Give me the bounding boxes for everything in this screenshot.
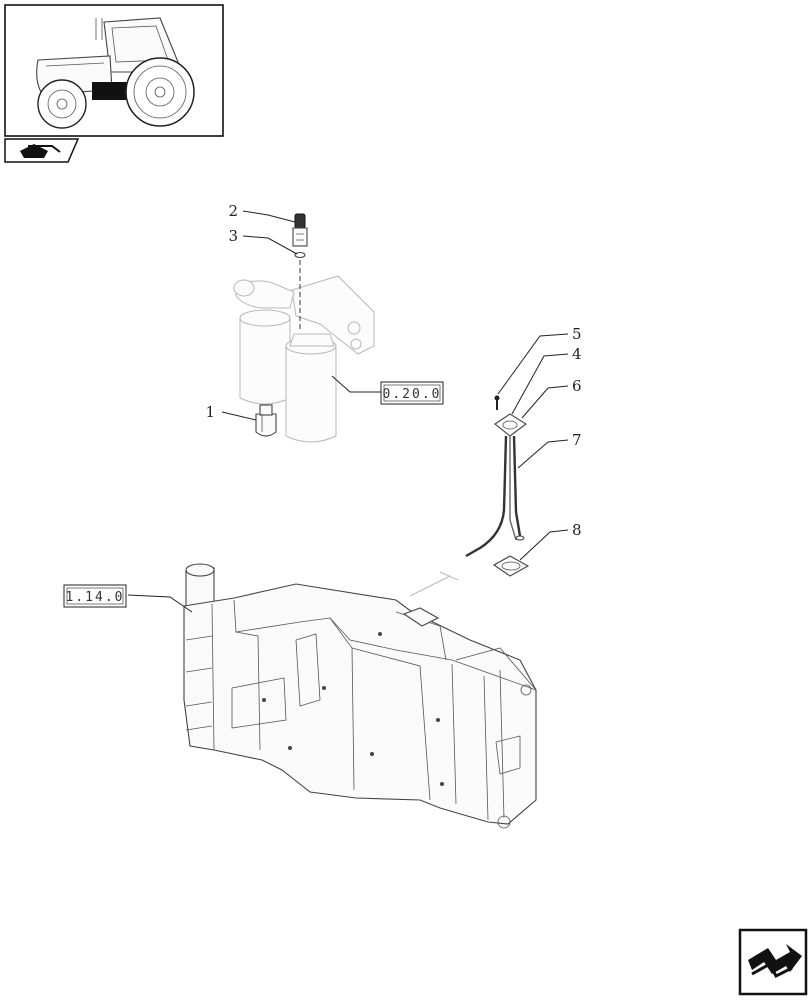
callout-7: 7 xyxy=(572,431,582,449)
callout-1: 1 xyxy=(205,403,215,421)
drain-plug-part xyxy=(255,404,277,437)
tractor-thumbnail-icon xyxy=(4,4,224,137)
ref-box-filter[interactable]: 0.20.0 xyxy=(380,381,444,405)
next-page-arrow-icon[interactable] xyxy=(738,928,808,996)
ref-box-tank[interactable]: 1.14.0 xyxy=(63,584,127,608)
callout-6: 6 xyxy=(572,377,582,395)
ref-label-filter: 0.20.0 xyxy=(383,387,442,402)
washer-part xyxy=(294,251,306,259)
section-tab-icon[interactable] xyxy=(4,138,80,163)
ref-label-tank: 1.14.0 xyxy=(66,590,125,605)
callout-8: 8 xyxy=(572,521,582,539)
fuel-level-sender xyxy=(465,395,530,577)
fuel-tank xyxy=(183,563,537,829)
sensor-part xyxy=(292,213,308,247)
fuel-filter-assembly xyxy=(233,275,375,443)
callout-4: 4 xyxy=(572,345,582,363)
callout-5: 5 xyxy=(572,325,582,343)
callout-2: 2 xyxy=(228,202,238,220)
callout-3: 3 xyxy=(228,227,238,245)
